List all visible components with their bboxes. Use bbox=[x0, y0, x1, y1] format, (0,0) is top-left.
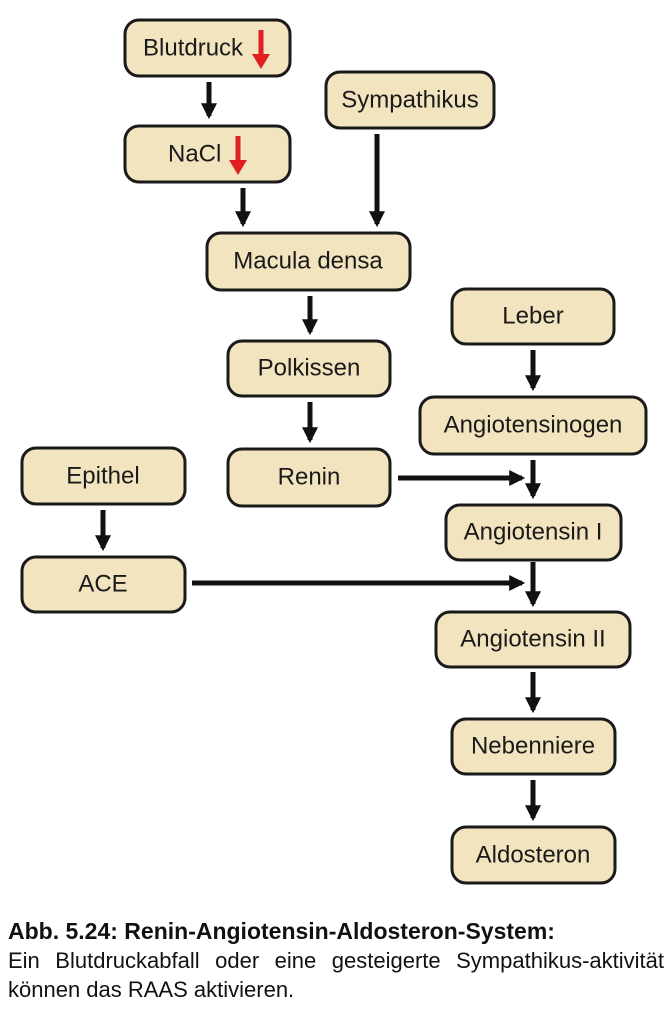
node-nacl-label: NaCl bbox=[168, 140, 221, 167]
node-renin: Renin bbox=[226, 447, 392, 508]
node-angiotensin-1-label: Angiotensin I bbox=[464, 518, 603, 545]
node-sympathikus: Sympathikus bbox=[324, 70, 496, 130]
node-angiotensin-1: Angiotensin I bbox=[444, 503, 623, 562]
node-aldosteron: Aldosteron bbox=[450, 825, 617, 885]
node-epithel-label: Epithel bbox=[66, 462, 139, 489]
node-leber: Leber bbox=[450, 287, 616, 346]
node-leber-label: Leber bbox=[502, 302, 563, 329]
node-aldosteron-label: Aldosteron bbox=[476, 841, 591, 868]
caption-body: Ein Blutdruckabfall oder eine gesteigert… bbox=[8, 948, 664, 1002]
raas-flow-diagram: Blutdruck NaCl Sympathikus Macula densa … bbox=[20, 18, 648, 885]
node-polkissen-label: Polkissen bbox=[258, 354, 361, 381]
node-macula-densa: Macula densa bbox=[205, 231, 412, 292]
node-epithel: Epithel bbox=[20, 446, 187, 506]
node-blutdruck-label: Blutdruck bbox=[143, 34, 244, 61]
node-angiotensinogen: Angiotensinogen bbox=[418, 395, 648, 456]
node-polkissen: Polkissen bbox=[226, 339, 392, 398]
node-macula-densa-label: Macula densa bbox=[233, 247, 383, 274]
node-renin-label: Renin bbox=[278, 463, 341, 490]
node-nacl: NaCl bbox=[123, 124, 292, 184]
decrease-arrow-icon bbox=[229, 136, 247, 175]
node-ace-label: ACE bbox=[78, 570, 127, 597]
decrease-arrow-icon bbox=[252, 30, 270, 69]
caption-title: Abb. 5.24: Renin-Angiotensin-Aldosteron-… bbox=[8, 918, 555, 944]
node-nebenniere: Nebenniere bbox=[450, 717, 617, 776]
node-angiotensin-2-label: Angiotensin II bbox=[460, 625, 605, 652]
node-ace: ACE bbox=[20, 555, 187, 614]
node-angiotensinogen-label: Angiotensinogen bbox=[444, 411, 623, 438]
edges bbox=[94, 82, 542, 822]
node-angiotensin-2: Angiotensin II bbox=[434, 610, 632, 669]
node-nebenniere-label: Nebenniere bbox=[471, 732, 595, 759]
figure-caption: Abb. 5.24: Renin-Angiotensin-Aldosteron-… bbox=[8, 916, 664, 1004]
node-blutdruck: Blutdruck bbox=[123, 18, 292, 78]
node-sympathikus-label: Sympathikus bbox=[341, 86, 478, 113]
